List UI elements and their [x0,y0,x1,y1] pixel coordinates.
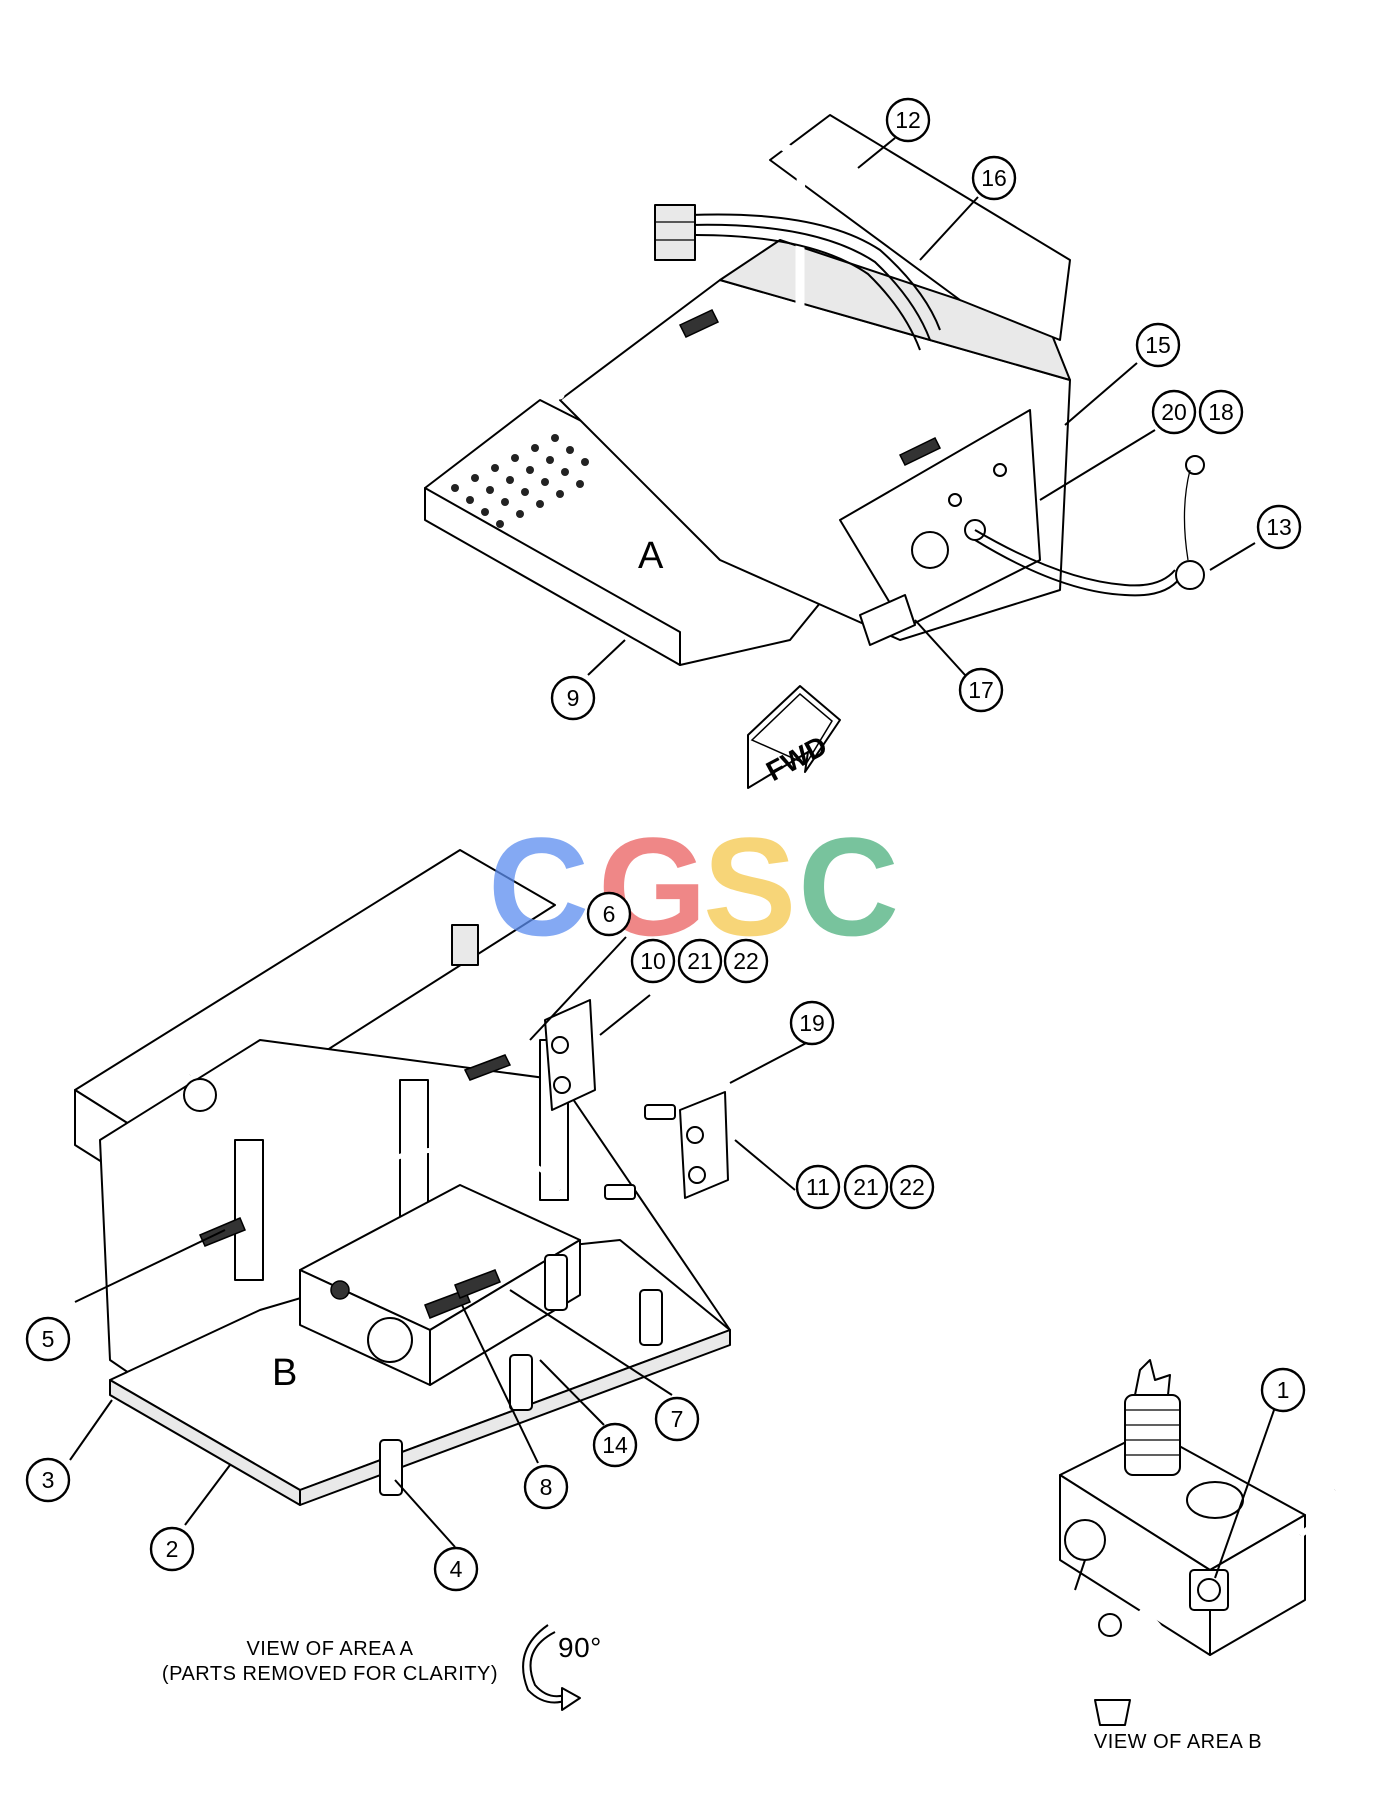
svg-text:22: 22 [899,1174,925,1200]
callout-12: 12 [885,97,931,143]
callout-19: 19 [789,1000,835,1046]
watermark-letter-3: S [703,808,796,965]
svg-text:20: 20 [1161,399,1187,425]
svg-text:14: 14 [602,1432,628,1458]
callouts: 1 2 3 4 5 6 7 8 9 10 21 22 11 21 22 12 1… [25,97,1306,1592]
area-a-caption-line2: (PARTS REMOVED FOR CLARITY) [162,1663,498,1685]
top-assembly-drawing [424,33,1205,666]
callout-20: 20 [1151,389,1197,435]
rotation-label: 90° [558,1632,602,1663]
svg-text:1: 1 [1277,1377,1290,1403]
svg-text:4: 4 [450,1556,463,1582]
svg-text:17: 17 [968,677,994,703]
watermark-letter-4: C [798,808,899,965]
callout-7: 7 [654,1396,700,1442]
area-a-detail-drawing [74,849,731,1506]
svg-text:21: 21 [853,1174,879,1200]
svg-text:6: 6 [603,901,616,927]
callout-22b: 22 [889,1164,935,1210]
callout-18: 18 [1198,389,1244,435]
callout-21a: 21 [677,938,723,984]
callout-21b: 21 [843,1164,889,1210]
watermark-logo: C G S C [488,808,899,965]
svg-text:13: 13 [1266,514,1292,540]
callout-3: 3 [25,1457,71,1503]
svg-text:21: 21 [687,948,713,974]
callout-6: 6 [586,891,632,937]
svg-text:2: 2 [166,1536,179,1562]
watermark-letter-1: C [488,808,589,965]
forward-arrow-icon [747,685,841,789]
svg-text:8: 8 [540,1474,553,1500]
svg-text:16: 16 [981,165,1007,191]
area-b-label: B [272,1352,297,1394]
area-b-detail-drawing [1059,1359,1338,1726]
callout-14: 14 [592,1422,638,1468]
leader-lines [69,137,1281,1579]
callout-13: 13 [1256,504,1302,550]
area-b-caption: VIEW OF AREA B [1094,1731,1262,1753]
svg-text:12: 12 [895,107,921,133]
callout-9: 9 [550,675,596,721]
rotation-arrow-icon [522,1624,581,1711]
svg-text:3: 3 [42,1467,55,1493]
svg-text:15: 15 [1145,332,1171,358]
svg-text:7: 7 [671,1406,684,1432]
callout-10: 10 [630,938,676,984]
callout-2: 2 [149,1526,195,1572]
svg-text:22: 22 [733,948,759,974]
step-perforations [451,434,589,528]
area-a-label: A [638,535,664,577]
area-a-caption-line1: VIEW OF AREA A [246,1638,413,1660]
svg-text:9: 9 [567,685,580,711]
svg-text:10: 10 [640,948,666,974]
svg-text:5: 5 [42,1326,55,1352]
callout-16: 16 [971,155,1017,201]
callout-11: 11 [795,1164,841,1210]
callout-4: 4 [433,1546,479,1592]
svg-text:18: 18 [1208,399,1234,425]
callout-15: 15 [1135,322,1181,368]
callout-1: 1 [1260,1367,1306,1413]
callout-5: 5 [25,1316,71,1362]
callout-17: 17 [958,667,1004,713]
callout-8: 8 [523,1464,569,1510]
svg-text:19: 19 [799,1010,825,1036]
svg-text:11: 11 [806,1174,830,1200]
callout-22a: 22 [723,938,769,984]
